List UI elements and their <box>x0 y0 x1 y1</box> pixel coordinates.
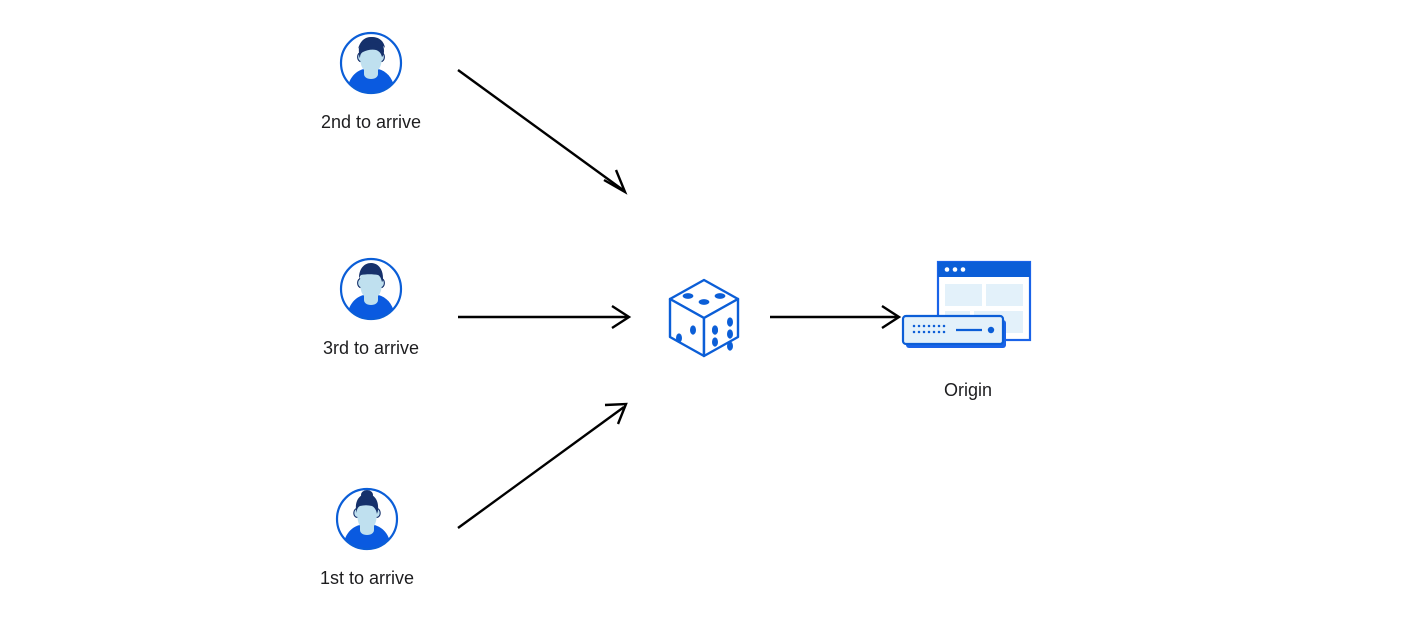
arrow-dice-to-origin <box>770 304 902 330</box>
node-label-client-2nd: 2nd to arrive <box>320 112 422 132</box>
arrow-1st-to-dice <box>457 402 628 529</box>
node-label-client-1st: 1st to arrive <box>319 568 415 588</box>
node-client-3rd[interactable]: 3rd to arrive <box>306 256 436 360</box>
server-vents <box>912 324 946 334</box>
node-label-client-3rd: 3rd to arrive <box>322 338 420 358</box>
node-client-2nd[interactable]: 2nd to arrive <box>306 30 436 134</box>
origin-server-icon <box>898 258 1038 358</box>
dice-icon <box>668 278 740 358</box>
arrow-2nd-to-dice <box>457 69 628 195</box>
node-origin[interactable]: Origin <box>893 258 1043 402</box>
avatar <box>334 486 400 552</box>
dice-pips-left <box>676 325 696 343</box>
arrow-3rd-to-dice <box>458 304 632 330</box>
avatar <box>338 30 404 96</box>
node-label-origin: Origin <box>943 380 992 400</box>
node-randomizer[interactable] <box>660 272 750 364</box>
dice-pips-right <box>712 317 733 351</box>
avatar <box>338 256 404 322</box>
dice-pips-top <box>682 293 726 305</box>
server-led-icon <box>987 326 995 334</box>
node-client-1st[interactable]: 1st to arrive <box>302 486 432 590</box>
server-unit <box>901 314 1006 348</box>
